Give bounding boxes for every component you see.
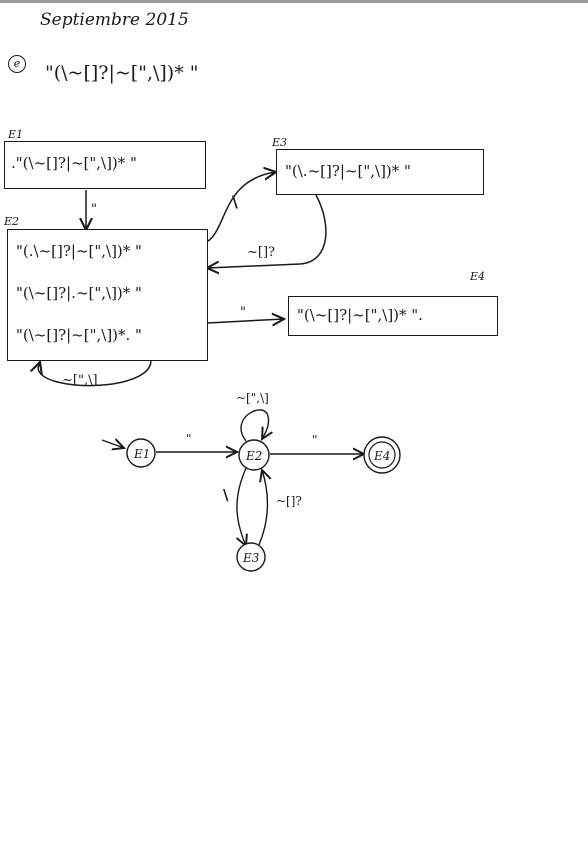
edge-e2-e3 [204, 172, 276, 244]
state-box-e3: "(\.~[]?|~[",\])* " [276, 149, 484, 195]
state-content-e2-line2: "(\~[]?|.~[",\])* " [16, 284, 142, 302]
state-label-e4: E4 [470, 270, 486, 283]
state-content-e1: ."(\~[]?|~[",\])* " [11, 154, 137, 172]
state-content-e2-line1: "(.\~[]?|~[",\])* " [16, 242, 142, 260]
edge-label-e3-e2: ~[]? [247, 245, 276, 260]
edge-e2-self [38, 355, 152, 387]
auto-edge-e2-self [240, 409, 269, 442]
problem-mark: e [8, 55, 26, 73]
auto-node-e2 [238, 439, 270, 471]
state-box-e1: ."(\~[]?|~[",\])* " [4, 141, 206, 189]
regex-expression: "(\~[]?|~[",\])* " [45, 62, 199, 84]
auto-edge-e3-e2 [257, 470, 268, 548]
edge-e3-e2 [207, 194, 327, 268]
auto-edge-label-e2-self: ~[",\] [236, 391, 269, 405]
state-label-e2: E2 [4, 215, 20, 228]
auto-edge-label-e3-e2: ~[]? [276, 494, 302, 508]
auto-edge-label-e2-e3: \ [223, 486, 229, 504]
auto-node-label-e1: E1 [133, 447, 150, 461]
state-label-e3: E3 [272, 136, 288, 149]
auto-node-e1 [126, 438, 156, 468]
edge-label-e1-e2: " [91, 202, 97, 217]
auto-node-label-e4: E4 [373, 449, 390, 463]
state-content-e2-line3: "(\~[]?|~[",\])*. " [16, 326, 142, 344]
auto-node-label-e2: E2 [245, 449, 262, 463]
auto-node-label-e3: E3 [242, 551, 260, 565]
edge-label-e2-e4: " [240, 305, 246, 320]
auto-edge-e2-e3 [237, 467, 246, 546]
edge-label-e2-e3: \ [232, 192, 238, 211]
edge-e2-e4 [206, 319, 284, 323]
state-content-e3: "(\.~[]?|~[",\])* " [285, 162, 411, 180]
state-box-e2: "(.\~[]?|~[",\])* " "(\~[]?|.~[",\])* " … [7, 229, 208, 361]
state-label-e1: E1 [8, 128, 24, 141]
auto-edge-label-e1-e2: " [186, 432, 192, 446]
page-title: Septiembre 2015 [40, 10, 189, 30]
page-top-edge [0, 0, 588, 3]
state-content-e4: "(\~[]?|~[",\])* ". [297, 306, 423, 324]
auto-node-e3 [236, 542, 266, 572]
auto-edge-label-e2-e4: " [312, 433, 318, 447]
edge-label-e2-self: ~[",\] [62, 373, 98, 388]
initial-arrow [101, 440, 124, 448]
auto-node-e4-inner [368, 441, 396, 469]
state-box-e4: "(\~[]?|~[",\])* ". [288, 296, 498, 336]
